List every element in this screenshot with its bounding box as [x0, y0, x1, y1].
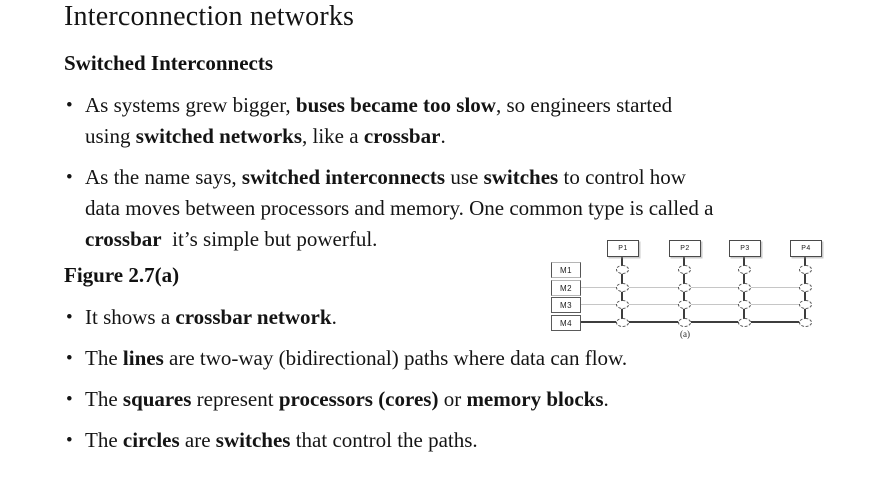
figure-caption: (a) [680, 329, 690, 339]
switch-circle [615, 317, 629, 327]
bullet-text: The lines are two-way (bidirectional) pa… [85, 346, 628, 370]
bullet-marker: • [66, 430, 73, 451]
bullet-marker: • [66, 307, 73, 328]
bullet-text: The squares represent processors (cores)… [85, 387, 609, 411]
switch-circle [798, 264, 812, 274]
switch-circle [615, 264, 629, 274]
memory-box: M3 [551, 297, 581, 313]
switch-circle [737, 317, 751, 327]
bullet-text: As systems grew bigger, buses became too… [85, 93, 673, 148]
processor-label: P3 [740, 245, 750, 252]
switch-circle [798, 299, 812, 309]
switch-circle [677, 282, 691, 292]
switch-circle [615, 282, 629, 292]
switch-circle [798, 317, 812, 327]
bullet-item: • It shows a crossbar network. [66, 302, 766, 333]
bullet-item: • The squares represent processors (cores… [66, 384, 766, 415]
bullet-item: • As systems grew bigger, buses became to… [66, 90, 856, 152]
bullet-text: The circles are switches that control th… [85, 428, 478, 452]
bullet-marker: • [66, 389, 73, 410]
bus-line-horizontal [579, 321, 807, 323]
processor-box: P1 [607, 240, 639, 257]
processor-label: P2 [680, 245, 690, 252]
processor-label: P1 [618, 245, 628, 252]
bullet-item: • The circles are switches that control t… [66, 425, 766, 456]
bullet-text: It shows a crossbar network. [85, 305, 337, 329]
bullet-marker: • [66, 95, 73, 116]
bullet-item: • The lines are two-way (bidirectional) p… [66, 343, 766, 374]
memory-label: M4 [559, 318, 573, 328]
memory-box: M2 [551, 280, 581, 296]
memory-box: M1 [551, 262, 581, 278]
processor-box: P2 [669, 240, 701, 257]
memory-label: M3 [559, 300, 573, 310]
bullet-item: • As the name says, switched interconnect… [66, 162, 856, 255]
switch-circle [615, 299, 629, 309]
memory-label: M1 [559, 265, 573, 275]
memory-box: M4 [551, 315, 581, 331]
bullet-marker: • [66, 348, 73, 369]
page-title: Interconnection networks [64, 1, 355, 32]
memory-label: M2 [559, 283, 573, 293]
figure-heading: Figure 2.7(a) [64, 263, 180, 287]
processor-box: P4 [790, 240, 822, 257]
switch-circle [798, 282, 812, 292]
switch-circle [677, 264, 691, 274]
bus-line-horizontal [579, 287, 807, 288]
bus-line-horizontal [579, 304, 807, 305]
switch-circle [677, 299, 691, 309]
bullet-text: As the name says, switched interconnects… [85, 165, 714, 251]
section-heading: Switched Interconnects [64, 51, 274, 75]
bullet-list-top: • As systems grew bigger, buses became to… [66, 90, 856, 265]
switch-circle [737, 282, 751, 292]
processor-box: P3 [729, 240, 761, 257]
bullet-list-bottom: • It shows a crossbar network. • The lines … [66, 302, 766, 466]
switch-circle [737, 264, 751, 274]
processor-label: P4 [801, 245, 811, 252]
switch-circle [737, 299, 751, 309]
switch-circle [677, 317, 691, 327]
bullet-marker: • [66, 167, 73, 188]
